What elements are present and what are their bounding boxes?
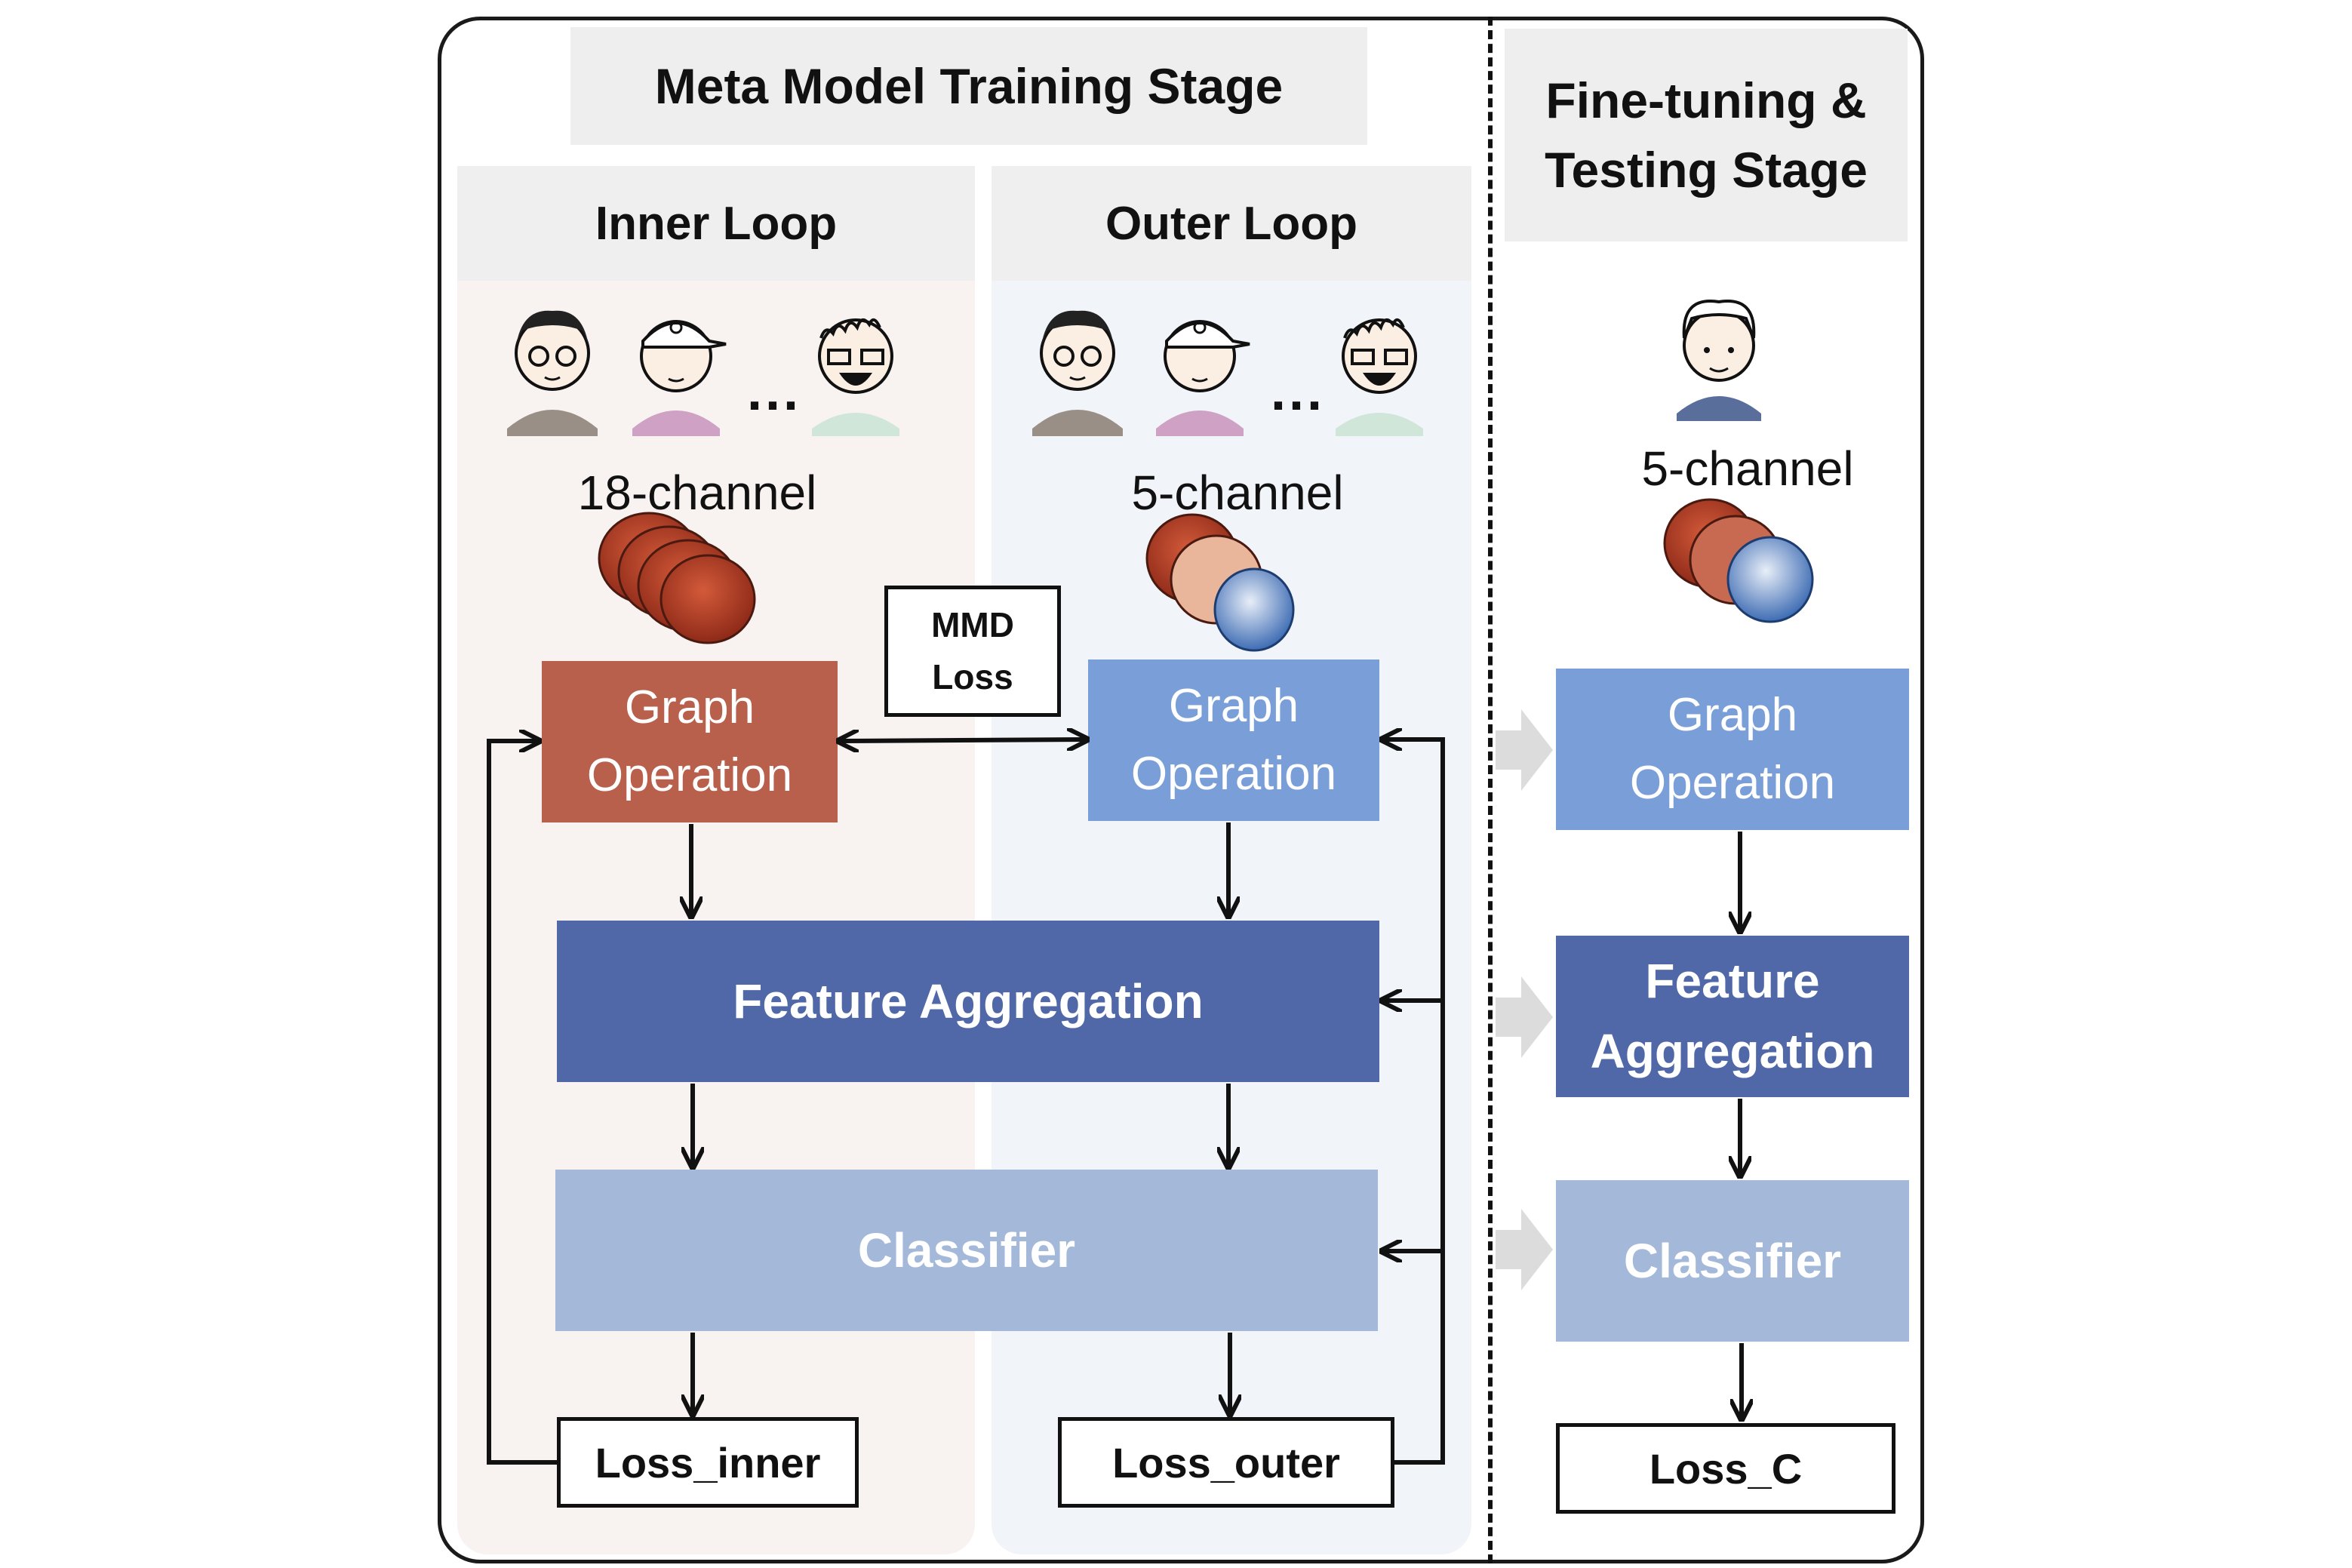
loss-outer-box: Loss_outer bbox=[1058, 1417, 1394, 1508]
transfer-arrow-classifier bbox=[1496, 1209, 1553, 1290]
user-cap-icon bbox=[632, 320, 727, 436]
finetune-testing-stage-title: Fine-tuning & Testing Stage bbox=[1505, 29, 1908, 241]
user-glasses-icon bbox=[1032, 310, 1123, 436]
outer-users-ellipsis: ... bbox=[1271, 361, 1326, 422]
test-feature-aggregation: Feature Aggregation bbox=[1556, 936, 1909, 1097]
stage-divider bbox=[1488, 17, 1493, 1563]
outer-feedback-line bbox=[1384, 739, 1445, 1465]
mmd-loss-box: MMD Loss bbox=[884, 586, 1061, 717]
user-curly-hair-icon bbox=[1336, 318, 1423, 436]
loss-c-box: Loss_C bbox=[1556, 1423, 1895, 1514]
transfer-arrow-graph bbox=[1496, 709, 1553, 791]
inner-channel-label: 18-channel bbox=[577, 466, 817, 520]
transfer-arrow-feature bbox=[1496, 976, 1553, 1058]
test-classifier: Classifier bbox=[1556, 1180, 1909, 1342]
loss-inner-box: Loss_inner bbox=[557, 1417, 859, 1508]
transfer-arrows bbox=[1496, 709, 1553, 1290]
eeg-topomap-icon bbox=[1145, 513, 1295, 652]
eeg-topomap-icon bbox=[598, 512, 756, 644]
outer-channel-label: 5-channel bbox=[1131, 466, 1344, 520]
test-graph-operation: Graph Operation bbox=[1556, 669, 1909, 830]
inner-graph-operation: Graph Operation bbox=[542, 661, 838, 822]
feature-aggregation-block: Feature Aggregation bbox=[557, 921, 1379, 1082]
meta-training-stage-title: Meta Model Training Stage bbox=[570, 27, 1367, 145]
user-test-subject-icon bbox=[1677, 300, 1761, 421]
inner-users-ellipsis: ... bbox=[747, 361, 802, 422]
user-glasses-icon bbox=[507, 310, 598, 436]
eeg-topomap-icon bbox=[1663, 498, 1814, 623]
mmd-arrow bbox=[841, 739, 1085, 741]
user-curly-hair-icon bbox=[812, 318, 899, 436]
inner-loop-title: Inner Loop bbox=[457, 166, 975, 281]
user-cap-icon bbox=[1156, 320, 1250, 436]
classifier-block: Classifier bbox=[555, 1170, 1378, 1331]
outer-graph-operation: Graph Operation bbox=[1088, 659, 1379, 821]
outer-loop-title: Outer Loop bbox=[992, 166, 1471, 281]
test-channel-label: 5-channel bbox=[1641, 441, 1854, 496]
inner-feedback-line bbox=[487, 741, 557, 1465]
